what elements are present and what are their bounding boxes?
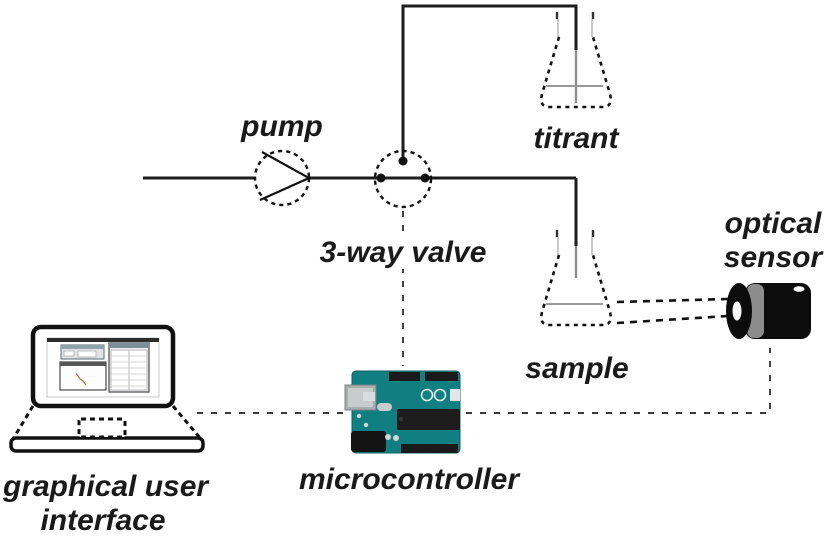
optical-sensor-label-line2: sensor xyxy=(723,241,823,274)
sight-line-lower xyxy=(616,314,729,325)
screen-window-controls xyxy=(60,344,105,360)
sensor-sight-lines xyxy=(616,297,729,325)
valve-port-right xyxy=(420,173,430,183)
pin-header-top-right xyxy=(425,372,458,381)
crystal xyxy=(377,403,392,411)
pipe-valve-to-titrant xyxy=(401,4,578,162)
tubing-lines xyxy=(143,4,578,246)
pump-symbol xyxy=(253,149,312,207)
flask-neck xyxy=(557,19,593,37)
optical-sensor xyxy=(726,283,811,339)
reset-button xyxy=(363,392,375,401)
optical-sensor-label-line1: optical xyxy=(724,207,822,240)
screen-menubar xyxy=(47,338,159,342)
sensor-ring xyxy=(747,284,764,338)
arduino-logo xyxy=(420,388,447,402)
valve-port-top xyxy=(398,156,408,166)
flask-mouth-ticks xyxy=(555,12,595,19)
sight-line-upper xyxy=(616,297,729,304)
pump-label: pump xyxy=(241,110,323,143)
flask-cone xyxy=(540,36,612,109)
flask-neck xyxy=(557,237,593,255)
control-lines xyxy=(197,211,771,414)
microcontroller-label: microcontroller xyxy=(298,463,520,496)
screen-window-table xyxy=(108,342,150,393)
titrant-label: titrant xyxy=(533,122,619,155)
pump-circle xyxy=(253,149,311,207)
valve-port-left xyxy=(376,173,386,183)
flask-mouth-ticks xyxy=(555,230,595,237)
pump-triangle xyxy=(259,151,312,202)
optical-sensor-label: optical sensor xyxy=(703,207,827,275)
mcu-chip xyxy=(397,409,460,430)
mcu-to-sensor-line xyxy=(466,348,771,414)
laptop-trackpad xyxy=(77,417,127,439)
sample-flask xyxy=(540,230,612,327)
three-way-valve-label: 3-way valve xyxy=(313,236,493,269)
laptop xyxy=(9,324,205,453)
pin-header-top-left xyxy=(389,372,420,381)
microcontroller-board xyxy=(344,370,461,454)
valve-circle xyxy=(373,149,433,209)
titrant-flask xyxy=(540,12,612,109)
sensor-lens xyxy=(732,301,742,321)
power-jack xyxy=(351,431,386,452)
sensor-highlight xyxy=(793,286,805,292)
gui-label: graphical user interface xyxy=(3,470,209,538)
laptop-base-sides xyxy=(11,405,203,440)
flask-cone xyxy=(540,254,612,327)
gui-label-line1: graphical user xyxy=(3,470,209,503)
laptop-base-bar xyxy=(9,436,205,453)
pin-header-bottom xyxy=(401,444,458,453)
gui-label-line2: interface xyxy=(40,504,166,537)
screen-window-plot xyxy=(59,361,107,391)
three-way-valve-symbol xyxy=(373,149,433,209)
sample-label: sample xyxy=(525,352,629,385)
